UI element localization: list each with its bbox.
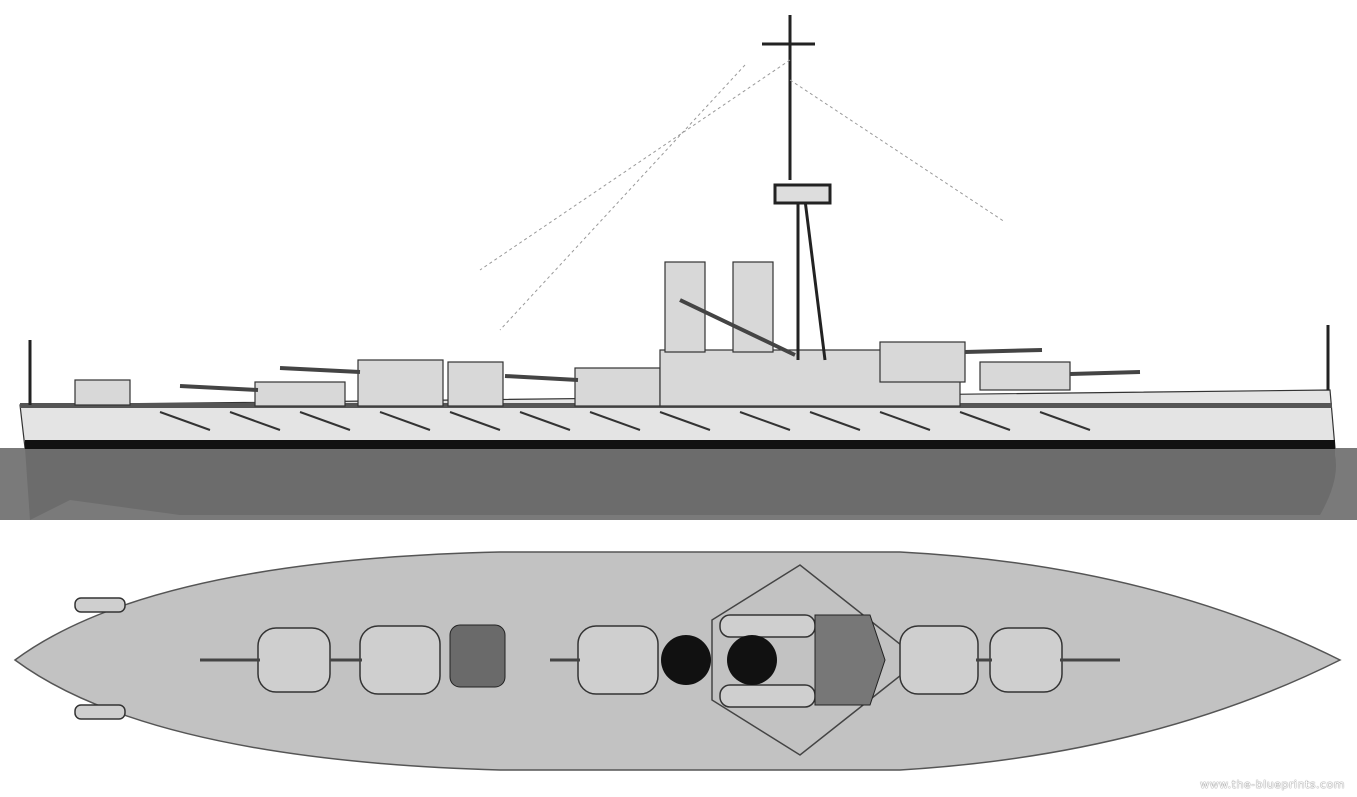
underwater-hull <box>25 448 1336 520</box>
boot-topping <box>25 440 1335 449</box>
turret-q <box>577 625 659 695</box>
funnel-top-aft <box>727 635 777 685</box>
top-plan-view <box>13 551 1342 771</box>
boat-aft <box>74 379 131 406</box>
turret-y <box>989 627 1063 693</box>
funnel-top-fore <box>661 635 711 685</box>
conning-tower <box>814 614 886 706</box>
watermark: www.the-blueprints.com <box>1200 778 1345 791</box>
bridge <box>449 624 506 688</box>
side-profile-view <box>0 15 1357 520</box>
funnel-aft <box>732 261 774 353</box>
turret-b <box>359 625 441 695</box>
turret-a <box>257 627 331 693</box>
turret-x <box>899 625 979 695</box>
